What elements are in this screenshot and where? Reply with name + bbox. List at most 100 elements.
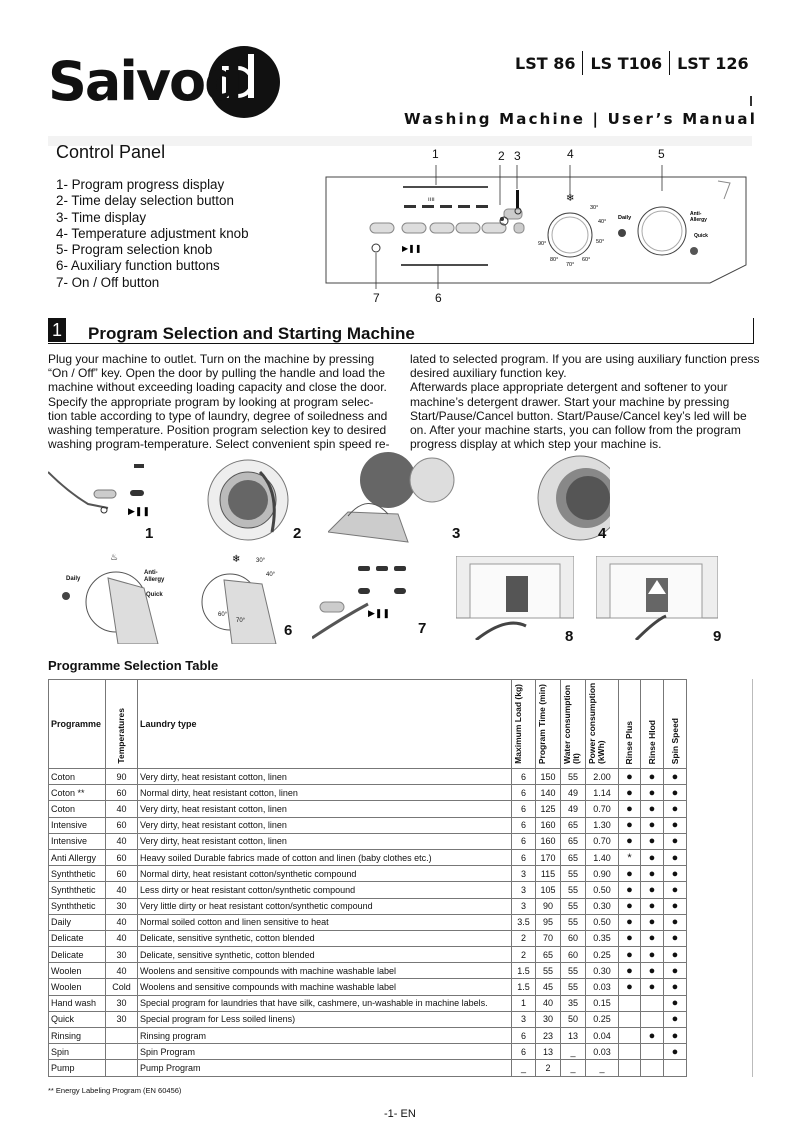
table-cell: 6 bbox=[511, 1043, 536, 1061]
table-cell: ● bbox=[663, 897, 687, 915]
table-cell: Very little dirty or heat resistant cott… bbox=[137, 897, 512, 915]
table-cell: _ bbox=[560, 1059, 586, 1077]
model-1: LST 86 bbox=[515, 53, 576, 73]
divider bbox=[48, 343, 754, 344]
table-cell: ● bbox=[618, 897, 641, 915]
table-cell: Heavy soiled Durable fabrics made of cot… bbox=[137, 848, 512, 867]
table-cell: Pump Program bbox=[137, 1059, 512, 1077]
step-number: 9 bbox=[713, 628, 722, 645]
table-cell: 0.90 bbox=[585, 865, 619, 883]
table-cell: ● bbox=[640, 816, 664, 834]
table-cell: 3 bbox=[511, 1010, 536, 1029]
table-cell: Delicate, sensitive synthetic, cotton bl… bbox=[137, 946, 512, 964]
table-cell: ● bbox=[618, 962, 641, 980]
table-cell: Special program for laundries that have … bbox=[137, 994, 512, 1012]
callout-4: 4 bbox=[567, 147, 574, 161]
table-cell: 0.50 bbox=[585, 881, 619, 899]
table-cell: ● bbox=[663, 1010, 687, 1029]
table-cell: Normal soiled cotton and linen sensitive… bbox=[137, 913, 512, 931]
svg-text:40°: 40° bbox=[598, 219, 606, 225]
table-cell: Synththetic bbox=[48, 865, 106, 883]
callout-3: 3 bbox=[514, 149, 521, 163]
table-header-row: Programme Temperatures Laundry type Maxi… bbox=[48, 679, 687, 769]
table-cell: 50 bbox=[560, 1010, 586, 1029]
table-cell: 49 bbox=[560, 800, 586, 818]
table-cell: 160 bbox=[535, 816, 561, 834]
table-cell: ● bbox=[663, 913, 687, 931]
table-cell bbox=[618, 1026, 641, 1045]
table-cell: ● bbox=[640, 1026, 664, 1045]
svg-text:▶❚❚: ▶❚❚ bbox=[128, 506, 150, 517]
header-load: Maximum Load (kg) bbox=[511, 679, 536, 769]
svg-text:60°: 60° bbox=[582, 257, 590, 263]
table-cell: 55 bbox=[535, 962, 561, 980]
step-7-illustration: ▶❚❚ bbox=[312, 548, 422, 640]
svg-text:▶❚❚: ▶❚❚ bbox=[402, 244, 422, 253]
legend-item: 5- Program selection knob bbox=[56, 242, 213, 258]
table-cell: 65 bbox=[560, 816, 586, 834]
knob-label: 70° bbox=[236, 618, 246, 624]
table-cell: ● bbox=[663, 848, 687, 867]
divider bbox=[750, 96, 752, 106]
table-cell: 40 bbox=[105, 881, 138, 899]
table-cell: ● bbox=[663, 962, 687, 980]
section-title: Program Selection and Starting Machine bbox=[88, 324, 415, 343]
table-cell: 6 bbox=[511, 1026, 536, 1045]
svg-text:70°: 70° bbox=[566, 262, 574, 268]
table-cell: Synththetic bbox=[48, 881, 106, 899]
table-cell: 3 bbox=[511, 865, 536, 883]
divider bbox=[669, 51, 671, 75]
svg-text:Allergy: Allergy bbox=[690, 217, 707, 223]
table-cell: 0.50 bbox=[585, 913, 619, 931]
table-cell: ● bbox=[640, 767, 664, 786]
text-line: on. After your machine starts, you can f… bbox=[410, 423, 741, 438]
manual-subtitle: Washing Machine | User’s Manual bbox=[404, 110, 758, 128]
text-line: progress display at which step your mach… bbox=[410, 437, 662, 452]
control-panel-legend: 1- Program progress display 2- Time dela… bbox=[56, 177, 249, 291]
step-5-illustration: ♨ Daily Anti- Allergy Quick bbox=[48, 548, 178, 644]
table-cell: ● bbox=[663, 767, 687, 786]
table-cell: 30 bbox=[105, 897, 138, 915]
table-cell: ● bbox=[618, 881, 641, 899]
step-number: 3 bbox=[452, 525, 461, 542]
table-cell: 0.03 bbox=[585, 978, 619, 996]
table-cell: ● bbox=[618, 816, 641, 834]
text-line: Plug your machine to outlet. Turn on the… bbox=[48, 352, 375, 366]
table-cell: 55 bbox=[560, 897, 586, 915]
step-number: 8 bbox=[565, 628, 574, 645]
model-3: LST 126 bbox=[677, 53, 749, 73]
table-cell: Very dirty, heat resistant cotton, linen bbox=[137, 832, 512, 850]
table-cell: 60 bbox=[105, 865, 138, 883]
table-cell: 0.30 bbox=[585, 962, 619, 980]
svg-text:80°: 80° bbox=[550, 257, 558, 263]
step-number: 2 bbox=[293, 525, 302, 542]
control-panel-title: Control Panel bbox=[56, 142, 166, 162]
table-cell: Woolen bbox=[48, 962, 106, 980]
brand-name: Saivod bbox=[48, 50, 243, 113]
legend-item: 7- On / Off button bbox=[56, 274, 160, 290]
text-line: tion table according to type of laundry,… bbox=[48, 408, 388, 423]
table-cell: ● bbox=[663, 784, 687, 802]
table-cell: ● bbox=[618, 946, 641, 964]
table-cell: ● bbox=[640, 929, 664, 948]
text-line: lated to selected program. If you are us… bbox=[410, 352, 760, 366]
svg-text:Daily: Daily bbox=[618, 215, 632, 221]
table-cell: ● bbox=[663, 800, 687, 818]
table-cell bbox=[640, 1010, 664, 1029]
table-cell: Quick bbox=[48, 1010, 106, 1029]
table-cell: 140 bbox=[535, 784, 561, 802]
logo-mark bbox=[208, 46, 280, 118]
legend-item: 4- Temperature adjustment knob bbox=[56, 225, 249, 241]
svg-text:50°: 50° bbox=[596, 239, 604, 245]
table-cell: Coton bbox=[48, 767, 106, 786]
table-cell: 45 bbox=[535, 978, 561, 996]
header-spin-speed: Spin Speed bbox=[663, 679, 687, 769]
step-number: 4 bbox=[598, 525, 607, 542]
table-cell: _ bbox=[585, 1059, 619, 1077]
text-line: machine without exceeding loading capaci… bbox=[48, 380, 387, 395]
table-cell: Anti Allergy bbox=[48, 848, 106, 867]
table-cell: Intensive bbox=[48, 816, 106, 834]
